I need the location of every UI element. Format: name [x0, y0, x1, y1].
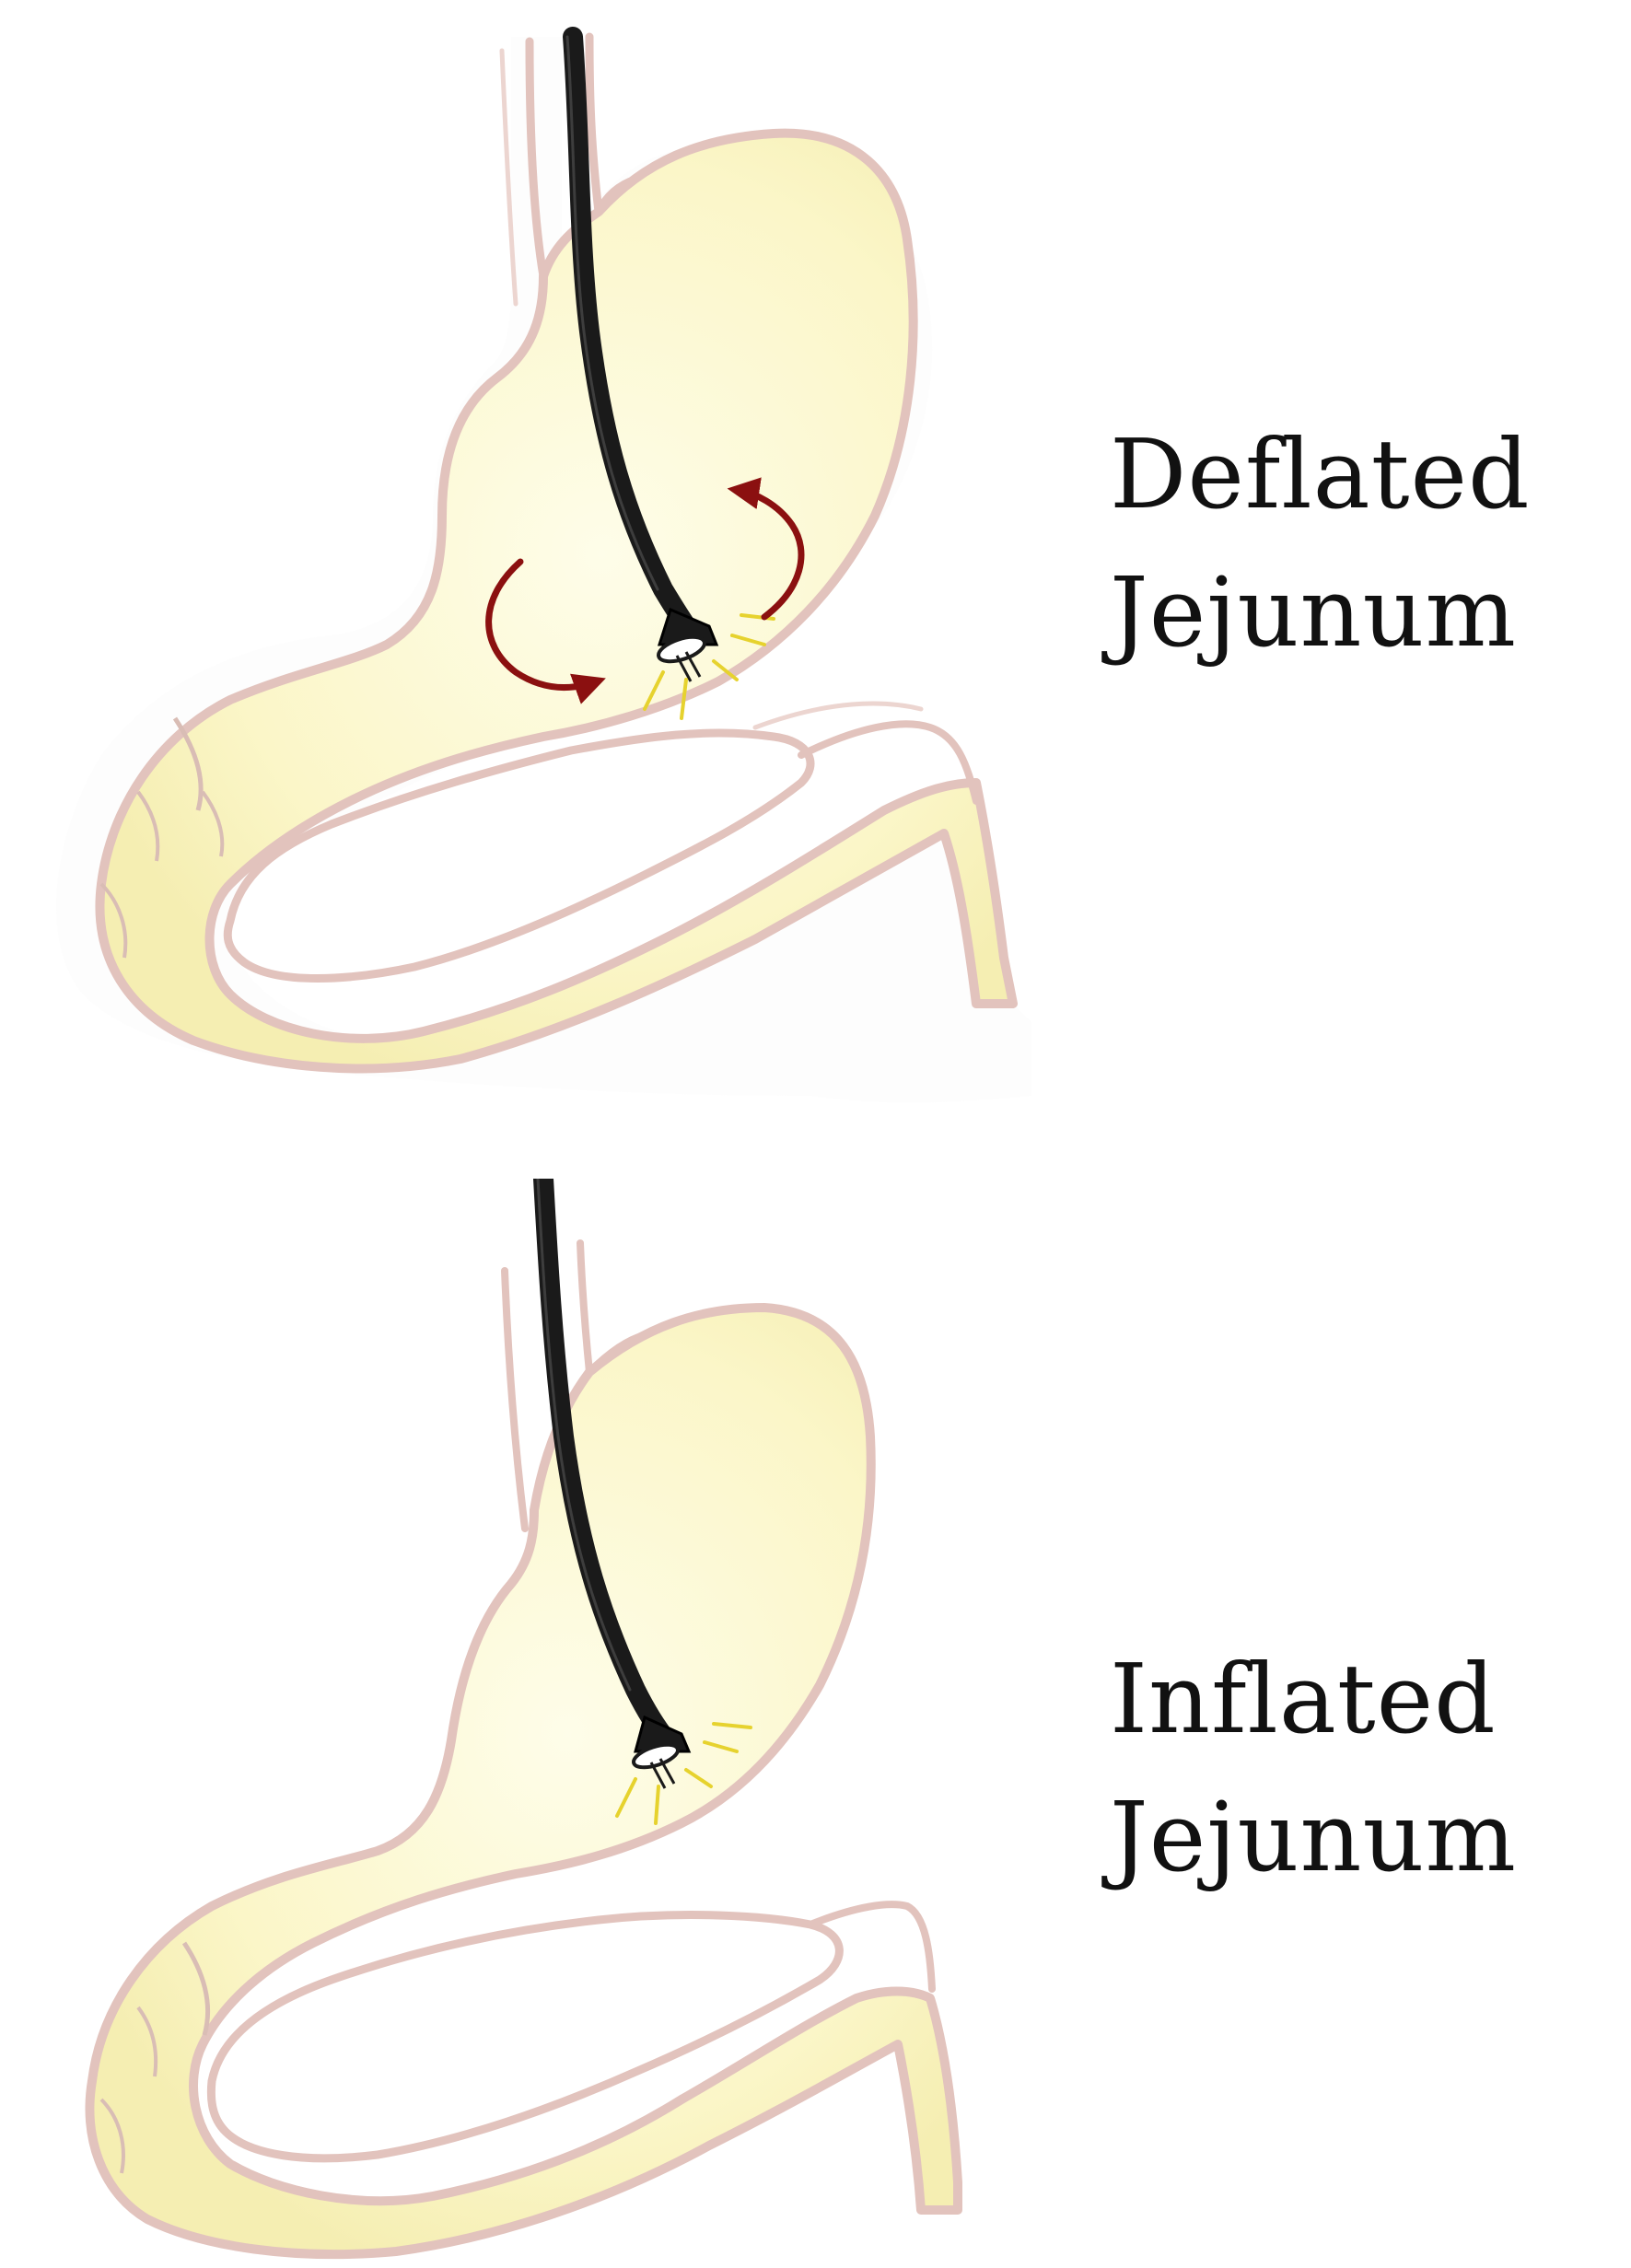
panel-deflated: Deflated Jejunum: [0, 0, 1631, 1179]
caption-line-2: Jejunum: [1110, 1768, 1589, 1906]
caption-line-1: Deflated: [1110, 405, 1589, 543]
caption-line-2: Jejunum: [1110, 543, 1589, 681]
caption-deflated: Deflated Jejunum: [1110, 405, 1589, 681]
caption-inflated: Inflated Jejunum: [1110, 1630, 1589, 1906]
panel-inflated: Inflated Jejunum: [0, 1179, 1631, 2268]
esophagus-wall-left: [505, 1271, 525, 1529]
caption-line-1: Inflated: [1110, 1630, 1589, 1768]
